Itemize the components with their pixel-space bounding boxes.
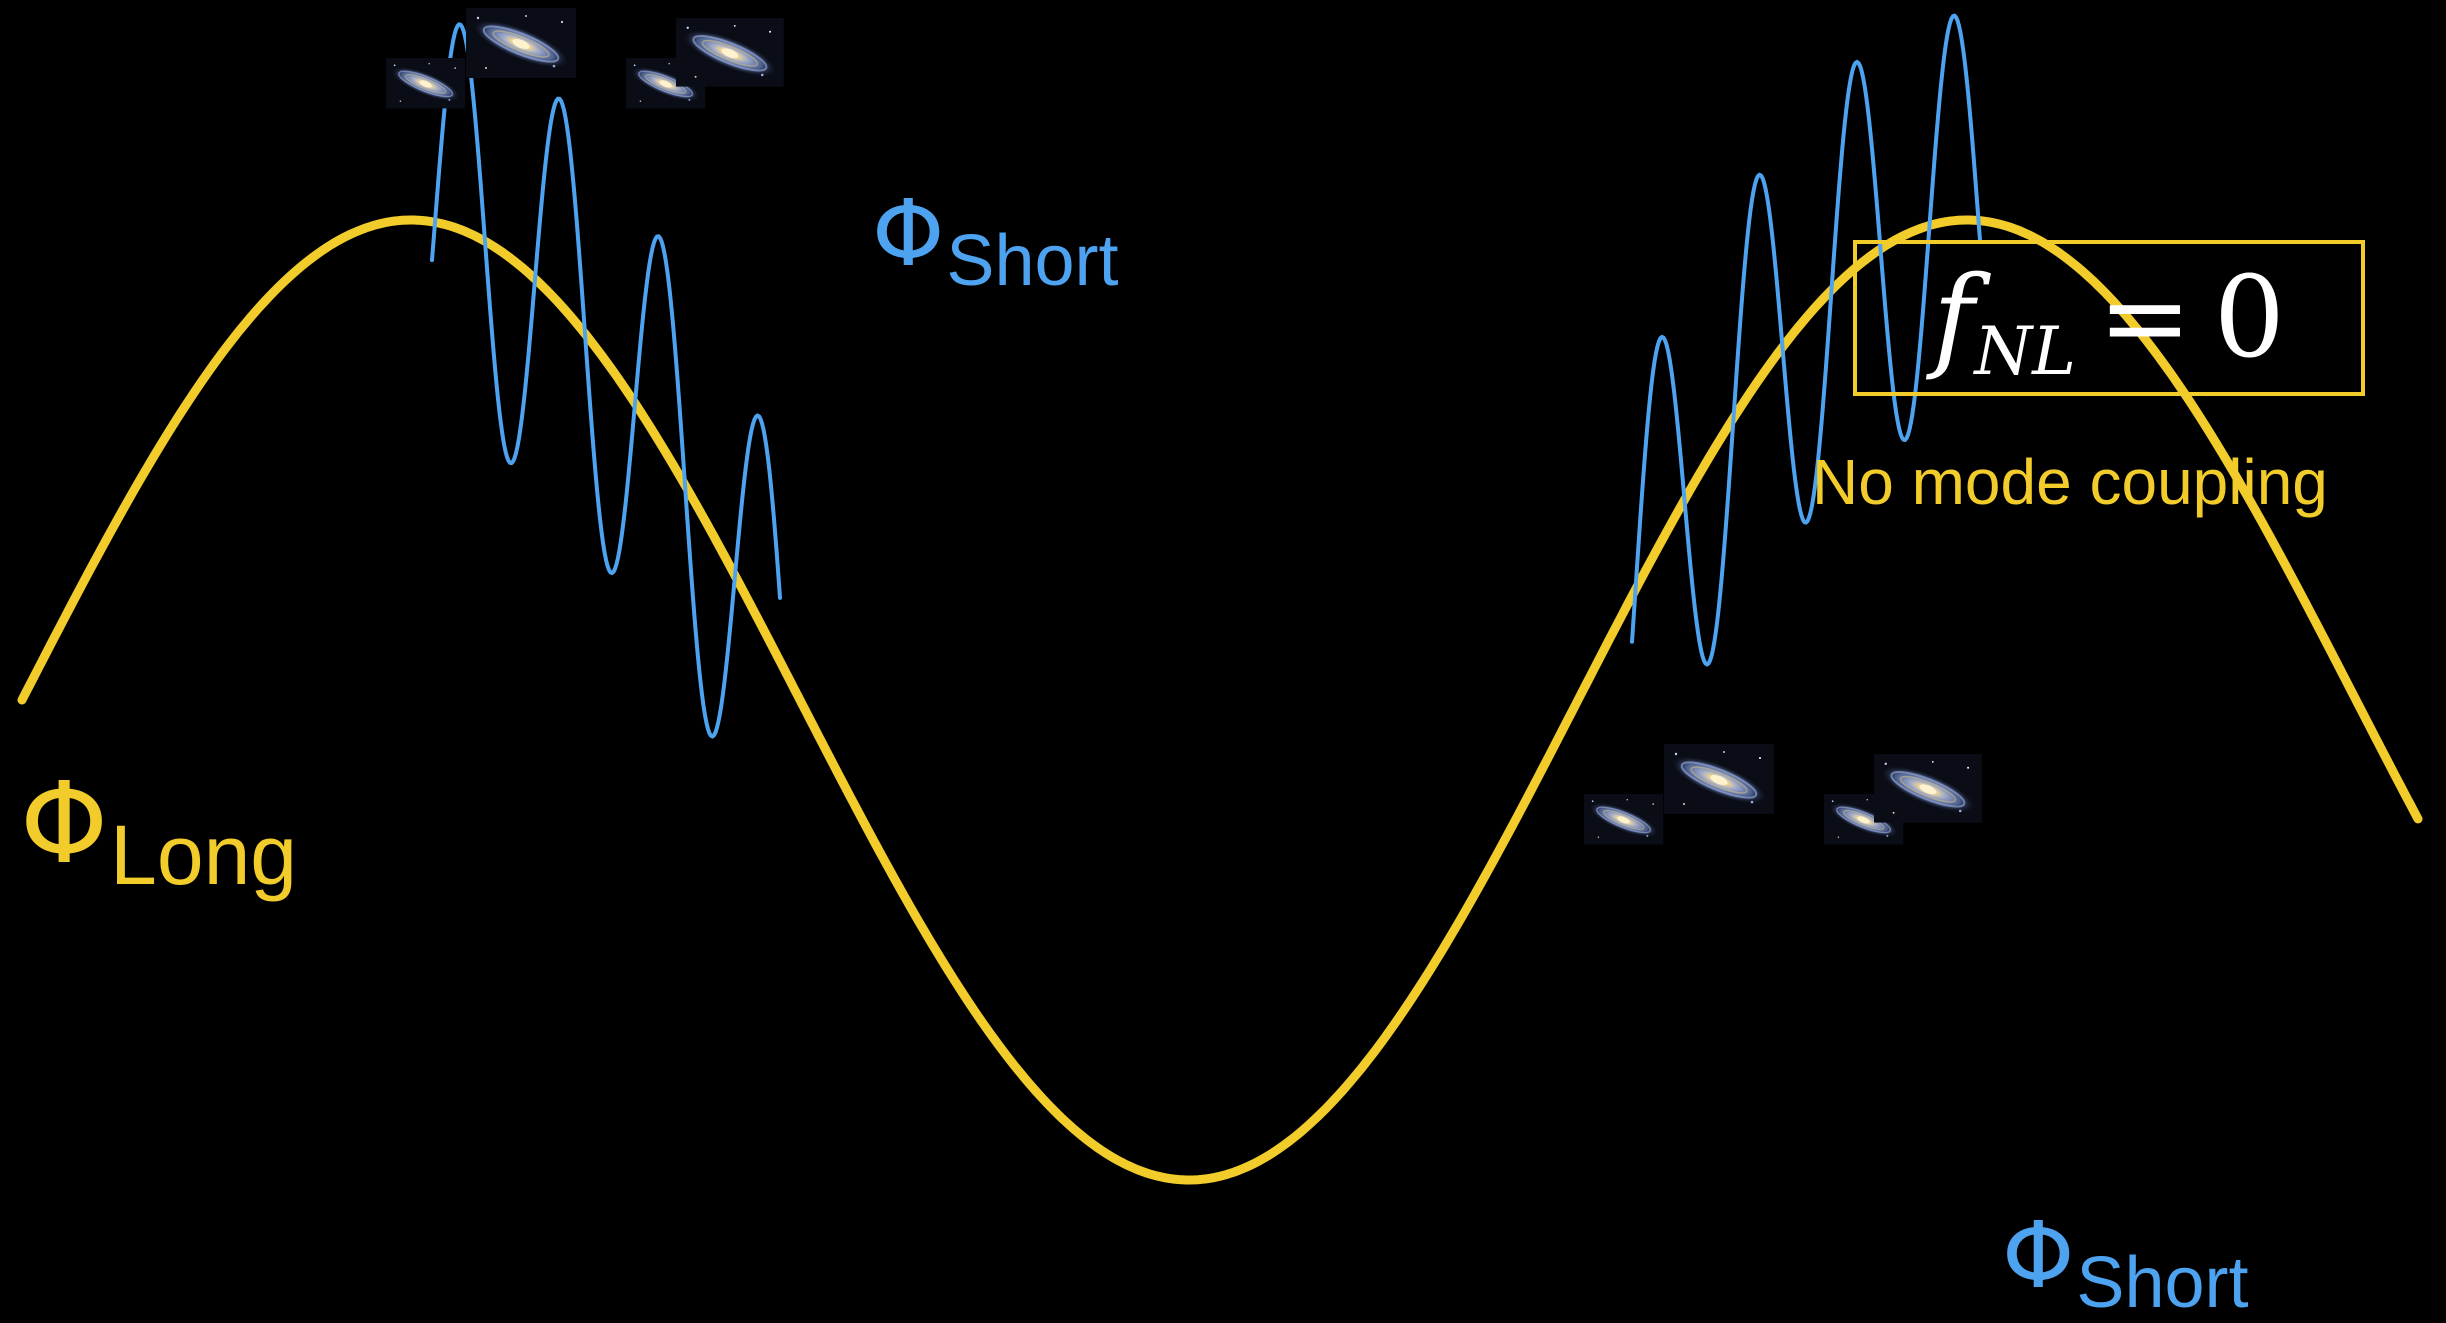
galaxy-image bbox=[675, 17, 785, 88]
fnl-equals: = bbox=[2097, 253, 2192, 383]
short-wave-bottom-curve bbox=[1630, 13, 1982, 667]
short-wave-top-curve bbox=[430, 22, 782, 739]
long-wave-curve bbox=[17, 215, 2423, 1185]
phi-short-top-subscript: Short bbox=[946, 221, 1119, 301]
galaxy-image bbox=[1663, 743, 1775, 815]
fnl-f: f bbox=[1932, 253, 1975, 383]
galaxy-group-top bbox=[385, 7, 785, 110]
galaxy-image bbox=[385, 57, 466, 110]
phi-long-subscript: Long bbox=[110, 808, 298, 902]
fnl-subscript: NL bbox=[1974, 313, 2076, 390]
galaxy-group-bottom bbox=[1583, 743, 1983, 846]
no-mode-coupling-note: No mode coupling bbox=[1812, 446, 2328, 518]
phi-short-top-symbol: Φ bbox=[872, 180, 945, 287]
phi-long-symbol: Φ bbox=[20, 759, 109, 889]
fnl-value: 0 bbox=[2213, 253, 2286, 383]
phi-long-label: ΦLong bbox=[20, 768, 297, 897]
phi-short-top-label: ΦShort bbox=[872, 188, 1119, 298]
phi-short-bottom-subscript: Short bbox=[2076, 1243, 2249, 1323]
phi-short-bottom-label: ΦShort bbox=[2002, 1210, 2249, 1320]
phi-short-bottom-symbol: Φ bbox=[2002, 1202, 2075, 1309]
galaxy-image bbox=[1583, 793, 1664, 846]
galaxy-image bbox=[465, 7, 577, 79]
galaxy-image bbox=[1873, 753, 1983, 824]
